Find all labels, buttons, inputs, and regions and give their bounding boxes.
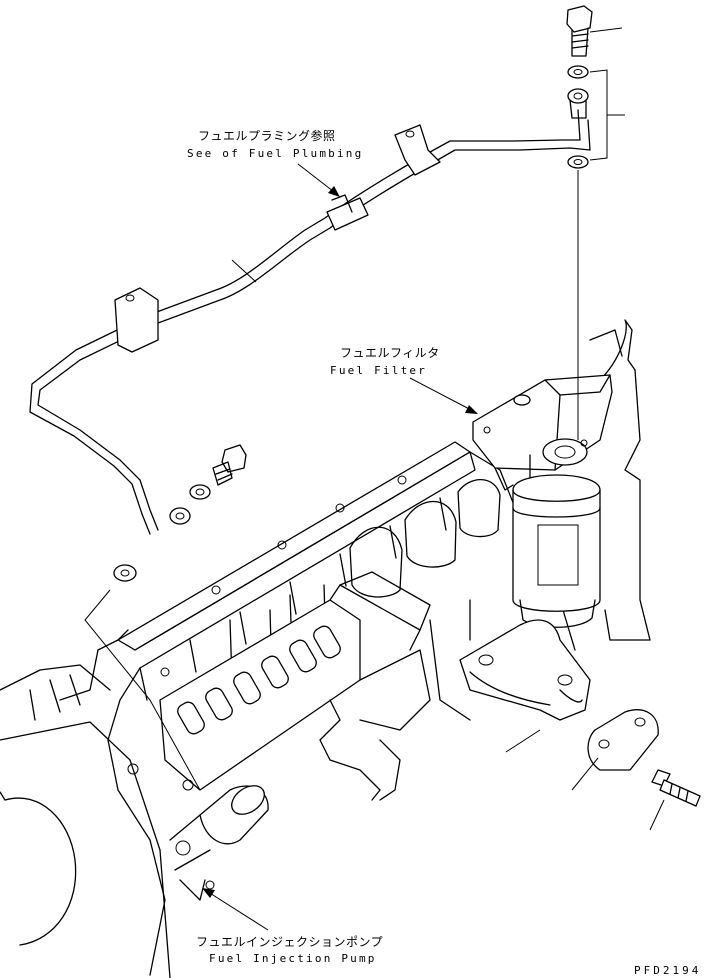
cover-plate bbox=[587, 709, 659, 771]
flange-bolt bbox=[651, 769, 701, 807]
drawing-code: PFD2194 bbox=[634, 964, 701, 977]
cover-parts bbox=[459, 619, 701, 807]
filter-label-jp: フュエルフィルタ bbox=[340, 346, 440, 360]
leader-lines bbox=[84, 27, 665, 931]
eye-bolt-left bbox=[212, 444, 247, 486]
plumbing-label-en: See of Fuel Plumbing bbox=[187, 147, 363, 160]
gasket bbox=[459, 619, 591, 721]
pump-label-en: Fuel Injection Pump bbox=[209, 952, 377, 965]
pipe-clamp bbox=[326, 197, 369, 231]
banjo-fitting-top bbox=[567, 88, 589, 119]
eye-bolt-top bbox=[566, 5, 593, 57]
washers-top bbox=[567, 65, 589, 169]
banjo-fitting-left bbox=[169, 507, 191, 525]
fuel-filter-assembly bbox=[472, 374, 613, 628]
fuel-injection-pump bbox=[159, 571, 431, 901]
washers-left bbox=[113, 484, 211, 582]
filter-label-en: Fuel Filter bbox=[330, 364, 427, 377]
fuel-pipe bbox=[29, 88, 591, 535]
pump-label-jp: フュエルインジェクションポンプ bbox=[196, 935, 383, 949]
delivery-valve-holders bbox=[177, 625, 341, 735]
plumbing-label-jp: フュエルプラミング参照 bbox=[198, 128, 336, 143]
